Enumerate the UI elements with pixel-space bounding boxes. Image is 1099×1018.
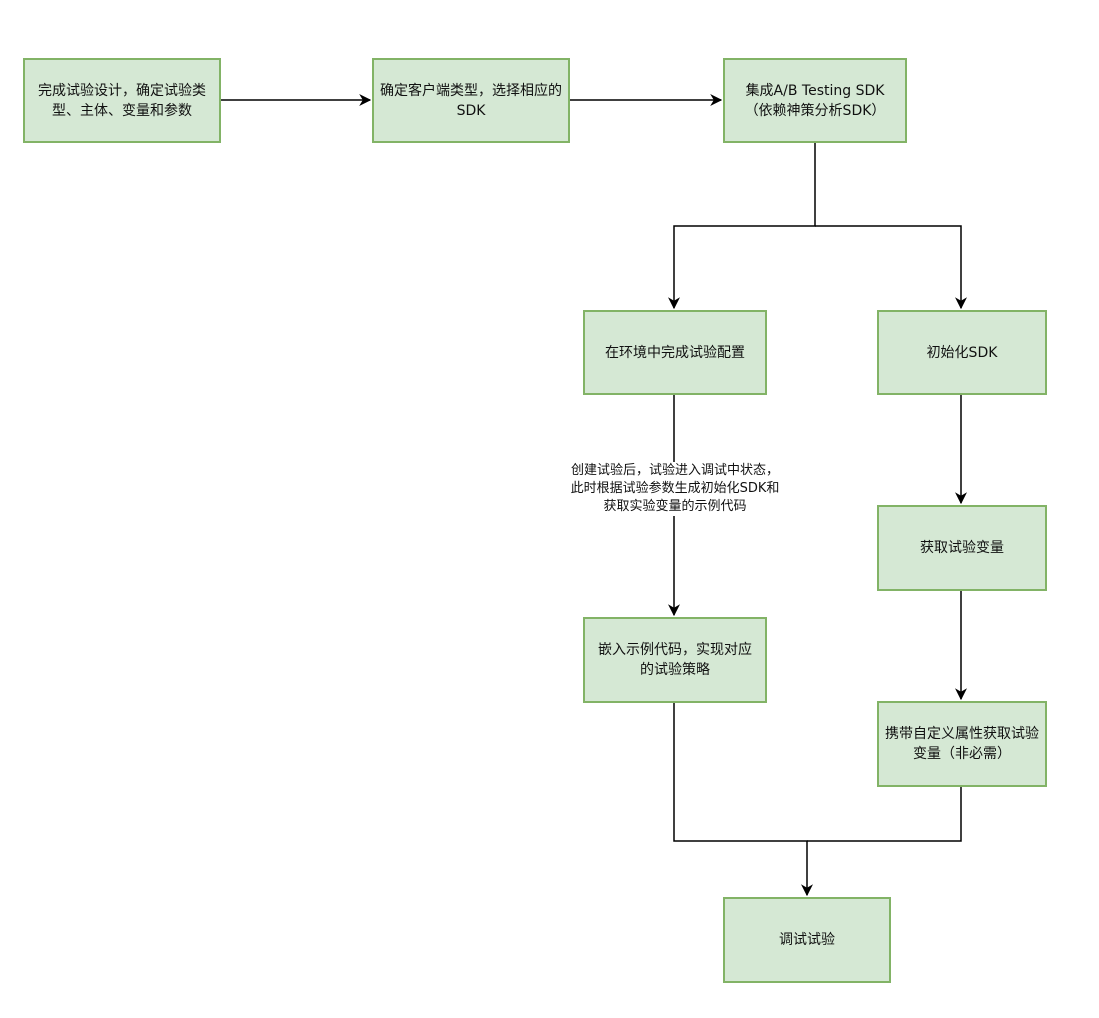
node-label: 获取试验变量	[920, 540, 1004, 556]
node-label: 确定客户端类型，选择相应的SDK	[380, 82, 562, 119]
node-embed-code[interactable]: 嵌入示例代码，实现对应的试验策略	[583, 617, 767, 703]
node-label: 完成试验设计，确定试验类型、主体、变量和参数	[38, 82, 206, 119]
node-init-sdk[interactable]: 初始化SDK	[877, 310, 1047, 395]
node-label: 携带自定义属性获取试验变量（非必需）	[885, 726, 1039, 762]
edge-custom-attrs-to-debug	[807, 786, 962, 842]
node-label: 在环境中完成试验配置	[605, 344, 745, 361]
node-debug[interactable]: 调试试验	[723, 897, 891, 983]
node-configure[interactable]: 在环境中完成试验配置	[583, 310, 767, 395]
node-label: 初始化SDK	[926, 344, 998, 361]
node-label: 集成A/B Testing SDK（依赖神策分析SDK）	[744, 82, 886, 119]
node-label: 调试试验	[779, 932, 835, 948]
edge-label-configure-to-embed-code: 创建试验后，试验进入调试中状态， 此时根据试验参数生成初始化SDK和 获取实验变…	[530, 462, 820, 516]
node-get-variables[interactable]: 获取试验变量	[877, 505, 1047, 591]
node-custom-attrs[interactable]: 携带自定义属性获取试验变量（非必需）	[877, 701, 1047, 787]
node-design[interactable]: 完成试验设计，确定试验类型、主体、变量和参数	[23, 58, 221, 143]
edge-embed-code-to-debug	[673, 702, 813, 897]
node-label: 嵌入示例代码，实现对应的试验策略	[598, 642, 752, 678]
edge-integrate-sdk-to-init-sdk	[815, 225, 967, 310]
node-choose-sdk[interactable]: 确定客户端类型，选择相应的SDK	[372, 58, 570, 143]
edge-integrate-sdk-to-configure	[668, 142, 816, 310]
node-integrate-sdk[interactable]: 集成A/B Testing SDK（依赖神策分析SDK）	[723, 58, 907, 143]
